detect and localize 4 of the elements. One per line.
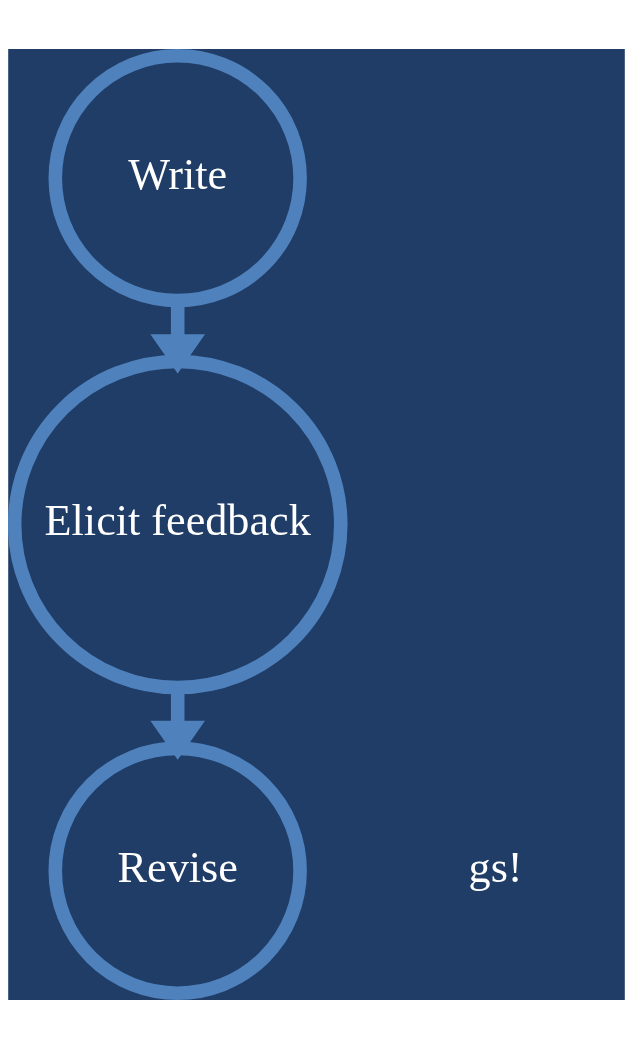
label: gs! — [468, 842, 523, 892]
node-circle: Revise — [48, 741, 307, 1000]
node-circle: Elicit feedback — [8, 354, 348, 694]
node-circle: Write — [48, 48, 307, 307]
